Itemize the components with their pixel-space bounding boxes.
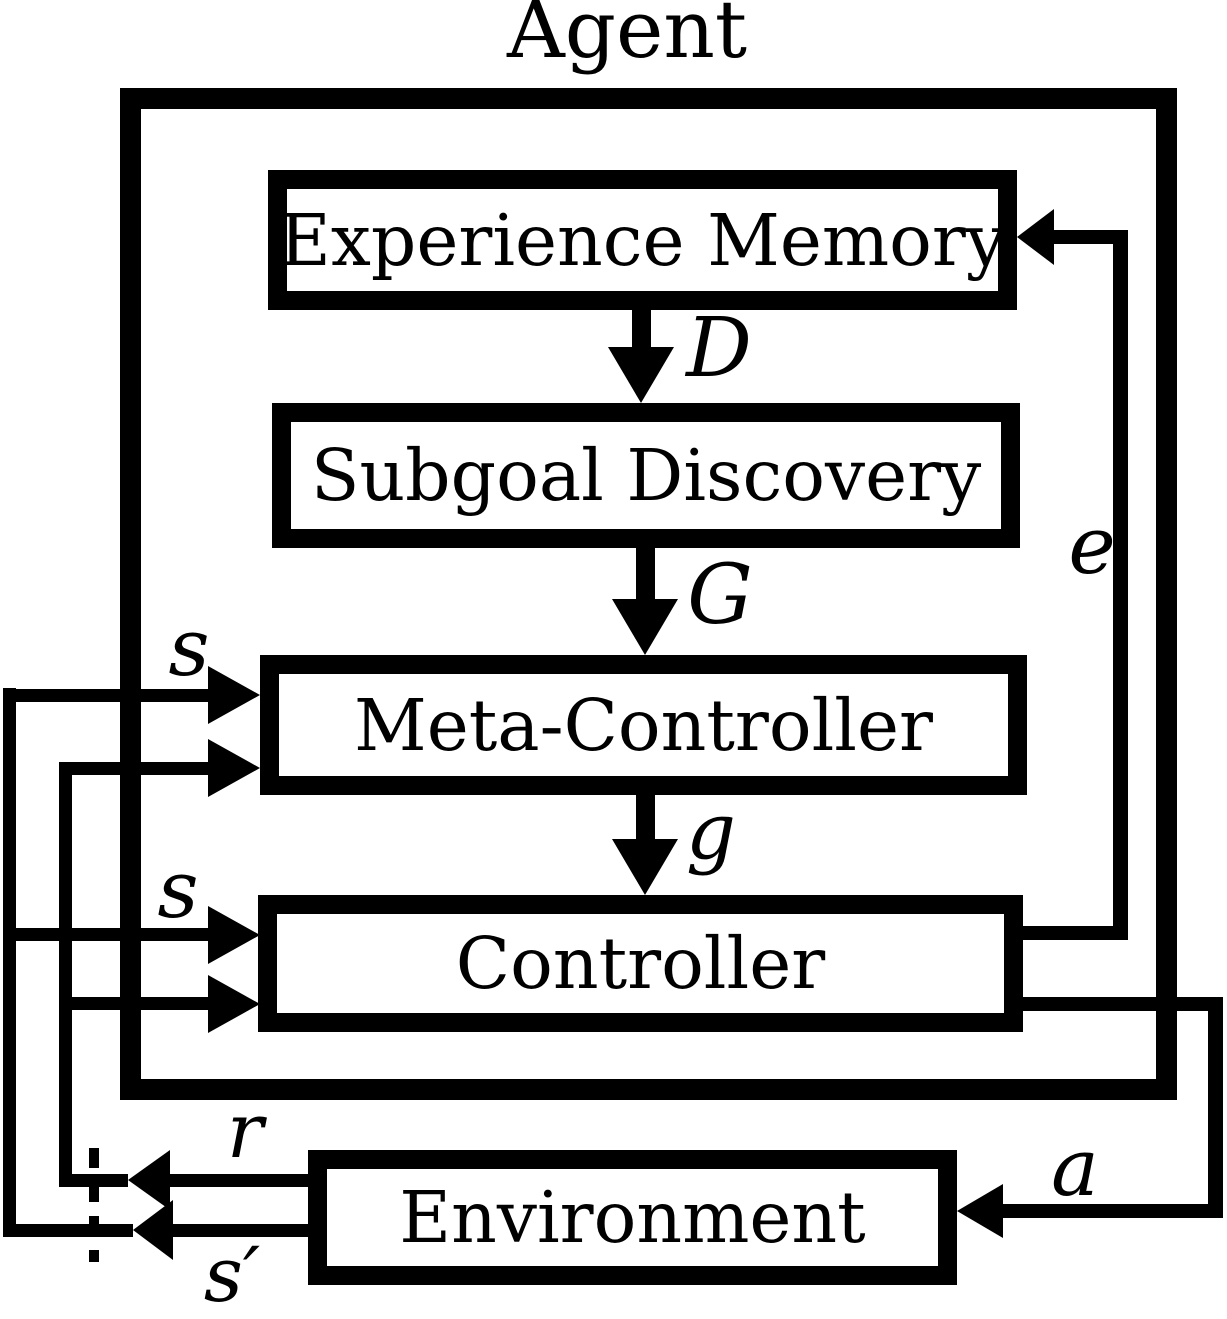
subgoal-label: g [686,787,736,877]
edge-dataset-shaft [632,308,651,350]
environment-box: Environment [308,1150,957,1285]
controller-box: Controller [258,895,1023,1032]
experience-memory-box: Experience Memory [268,170,1017,310]
next-state-label: s′ [203,1230,261,1319]
dataset-label: D [686,301,752,396]
meta-controller-box: Meta-Controller [260,655,1027,795]
arrowhead-down-icon [612,839,678,895]
arrowhead-right-icon [208,739,260,797]
arrowhead-right-icon [208,906,260,964]
environment-label: Environment [399,1176,866,1259]
agent-boundary-box [120,88,1177,1100]
arrowhead-right-icon [208,666,260,724]
action-label: a [1051,1121,1099,1214]
state-label-meta-controller: s [168,601,210,694]
experience-memory-label: Experience Memory [279,198,1006,282]
edge-reward-to-meta-controller [59,762,215,775]
reward-feedback-vertical-line [59,762,72,1187]
edge-state-to-controller [3,928,215,941]
edge-next-state-stub-segment [3,1224,133,1237]
edge-subgoal-set-shaft [636,546,655,602]
arrowhead-left-icon [133,1200,173,1260]
edge-experience-vertical-segment [1113,230,1128,940]
edge-state-to-meta-controller [3,689,215,702]
experience-label: e [1068,499,1116,592]
state-label-controller: s [157,843,199,936]
arrowhead-left-icon [1017,209,1054,265]
edge-experience-bottom-segment [1023,926,1128,940]
meta-controller-label: Meta-Controller [354,683,933,767]
state-feedback-vertical-line [3,688,16,1237]
edge-action-top-segment [1023,997,1223,1011]
subgoal-set-label: G [687,548,753,643]
edge-next-state-main-segment [173,1224,308,1237]
arrowhead-right-icon [208,975,260,1033]
arrowhead-down-icon [608,347,674,403]
edge-action-bottom-segment [1003,1204,1223,1218]
edge-action-vertical-segment [1208,997,1223,1218]
time-step-boundary-dashed-line [89,1148,99,1262]
edge-reward-main-segment [170,1174,308,1187]
edge-experience-top-segment [1054,230,1128,244]
controller-label: Controller [455,922,826,1005]
arrowhead-left-icon [957,1184,1003,1238]
edge-reward-to-controller [59,997,215,1010]
arrowhead-down-icon [612,599,678,655]
edge-subgoal-shaft [636,793,655,843]
agent-title: Agent [507,0,747,76]
subgoal-discovery-box: Subgoal Discovery [272,403,1020,548]
subgoal-discovery-label: Subgoal Discovery [310,434,982,517]
reward-label: r [226,1086,264,1175]
